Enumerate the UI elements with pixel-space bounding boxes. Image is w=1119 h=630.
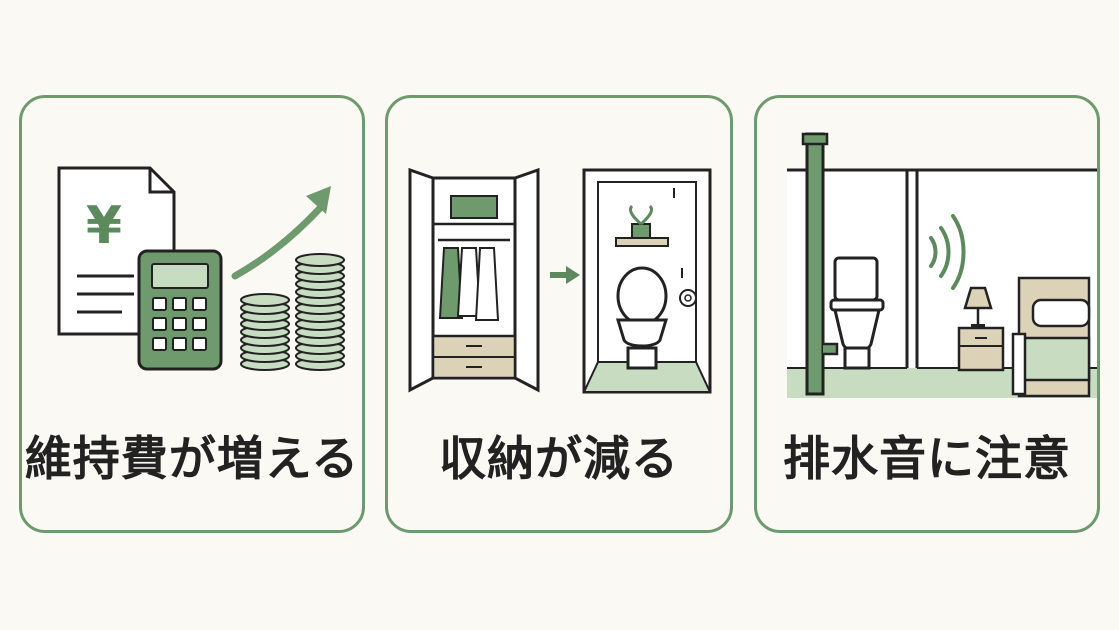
lamp-icon <box>963 286 993 328</box>
calculator-key <box>172 297 187 311</box>
calculator-icon <box>137 249 223 371</box>
calculator-key <box>172 317 187 331</box>
coin <box>240 293 290 307</box>
arrow-up-icon <box>231 186 331 280</box>
calculator-key <box>192 337 207 351</box>
closet-icon <box>408 167 540 393</box>
toilet-icon <box>829 256 885 370</box>
toilet-room-icon <box>582 168 712 394</box>
drain-pipe-icon <box>801 132 839 396</box>
calculator-key <box>152 337 167 351</box>
caption-storage: 収納が減る <box>439 432 679 487</box>
storage-illustration <box>408 167 712 394</box>
sound-waves-icon <box>929 214 966 290</box>
nightstand-icon <box>957 326 1005 372</box>
drain-noise-illustration <box>787 132 1097 398</box>
calculator-key <box>192 317 207 331</box>
calculator-key <box>172 337 187 351</box>
arrow-right-icon <box>550 266 580 284</box>
coin <box>295 253 345 267</box>
caption-maintenance-cost: 維持費が増える <box>24 432 360 487</box>
calculator-key <box>152 317 167 331</box>
calculator-key <box>152 297 167 311</box>
bed-icon <box>1011 276 1091 398</box>
calculator-key <box>192 297 207 311</box>
yen-symbol: ¥ <box>86 196 122 256</box>
maintenance-illustration: ¥ <box>57 166 345 371</box>
coin-stack-icon <box>240 253 345 371</box>
caption-drain-noise: 排水音に注意 <box>783 432 1071 487</box>
panel-drain-noise: 排水音に注意 <box>754 95 1100 533</box>
panel-maintenance-cost: ¥ 維持費が増える <box>19 95 365 533</box>
panel-storage: 収納が減る <box>385 95 733 533</box>
